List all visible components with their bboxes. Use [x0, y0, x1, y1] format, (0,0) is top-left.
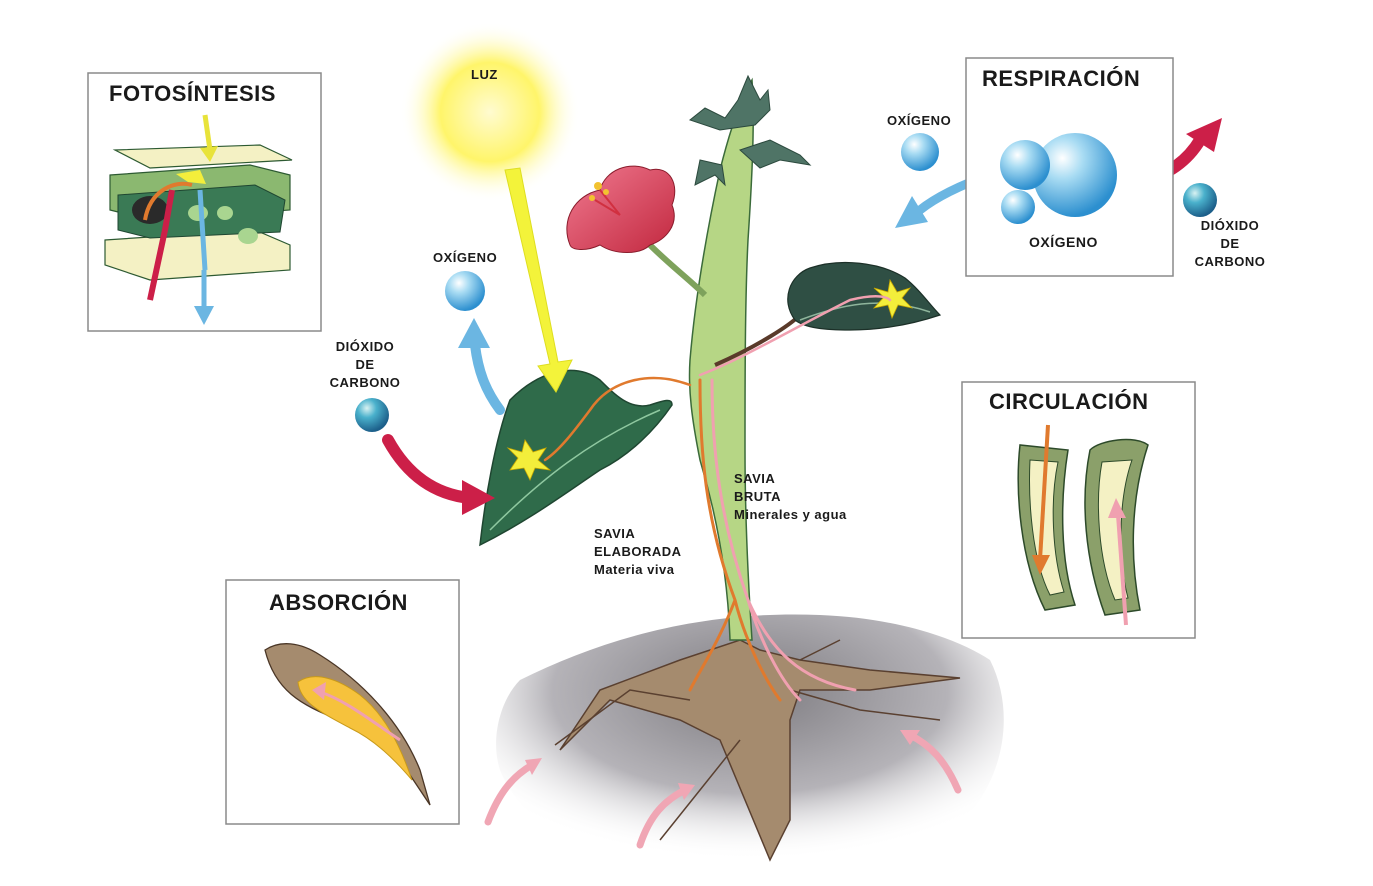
absorcion-title: ABSORCIÓN	[269, 590, 408, 615]
flower	[566, 165, 708, 298]
vessel-illustration	[1017, 424, 1149, 626]
respiration-bubbles	[1000, 133, 1117, 224]
right-leaf	[714, 261, 942, 367]
co2-intake-arrow	[382, 434, 495, 515]
sun	[400, 22, 580, 202]
oxigeno-resp-top-label: OXÍGENO	[887, 113, 952, 128]
co2-right-label: DIÓXIDO DE CARBONO	[1194, 218, 1266, 269]
savia-bruta-label: SAVIA BRUTA Minerales y agua	[734, 471, 847, 522]
savia-elaborada-label: SAVIA ELABORADA Materia viva	[594, 526, 682, 577]
co2-left-label: DIÓXIDO DE CARBONO	[329, 339, 401, 390]
luz-label: LUZ	[471, 67, 498, 82]
light-arrow	[504, 167, 573, 393]
leaf-section-illustration	[104, 114, 293, 325]
root-hair-illustration	[264, 643, 431, 806]
co2-bubble-left	[355, 398, 389, 432]
sap-vessels	[543, 295, 892, 702]
left-leaf	[479, 369, 673, 547]
oxygen-release-arrow	[458, 318, 505, 415]
respiracion-title: RESPIRACIÓN	[982, 66, 1141, 91]
top-leaves	[688, 74, 812, 187]
circulacion-title: CIRCULACIÓN	[989, 389, 1149, 414]
oxygen-bubble-resp-top	[901, 133, 939, 171]
co2-bubble-right	[1183, 183, 1217, 217]
oxigeno-left-label: OXÍGENO	[433, 250, 498, 265]
roots	[554, 639, 961, 862]
oxigeno-resp-bubble-label: OXÍGENO	[1029, 234, 1098, 250]
fotosintesis-title: FOTOSÍNTESIS	[109, 81, 276, 106]
circulacion-box	[961, 381, 1196, 639]
water-uptake-arrows	[484, 731, 962, 849]
oxygen-bubble-left	[445, 271, 485, 311]
water-uptake-arrowheads	[525, 730, 920, 800]
